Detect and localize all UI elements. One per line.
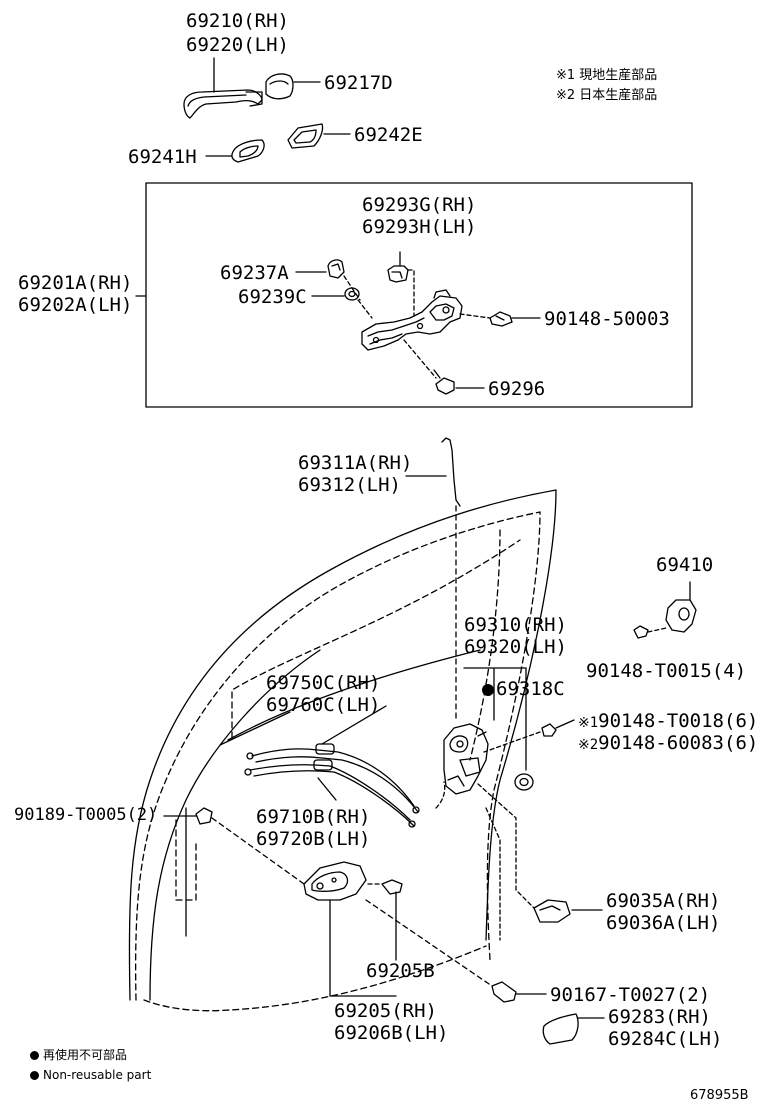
note-japan-production: ※2 日本生産部品 [556,88,658,103]
diagram-code: 678955B [690,1088,749,1103]
label-69210: 69210(RH) [186,10,289,32]
legend-non-reusable-jp: 再使用不可部品 [30,1048,127,1062]
label-69035A: 69035A(RH) [606,890,721,912]
label-69036A: 69036A(LH) [606,912,721,934]
ring-69318C [514,773,534,791]
outside-handle-illustration [183,57,321,119]
frame-assy-box [145,182,693,408]
frame-dashed-leaders [343,269,491,379]
legend-dot-icon [30,1071,39,1080]
label-69217D: 69217D [324,72,393,94]
label-69410: 69410 [656,554,714,576]
cover-69283 [542,1013,605,1045]
label-69293H: 69293H(LH) [362,216,477,238]
striker-69410-illustration [633,581,697,639]
label-69239C: 69239C [238,286,307,308]
label-69310: 69310(RH) [464,614,567,636]
label-69750C: 69750C(RH) [266,672,381,694]
lock-rod-illustration [405,437,461,507]
label-69283: 69283(RH) [608,1006,711,1028]
label-69296: 69296 [488,378,546,400]
screw-90148-T0018 [483,719,575,753]
label-69205: 69205(RH) [334,1000,437,1022]
label-69293G: 69293G(RH) [362,194,477,216]
door-dashed-outline [134,511,541,1012]
door-lock-illustration [443,667,527,795]
label-69720B: 69720B(LH) [256,828,371,850]
bracket-69035A [477,783,603,923]
clip-90189 [163,807,305,885]
handle-pad-69241H [205,139,265,163]
label-69311A: 69311A(RH) [298,452,413,474]
label-69284C: 69284C(LH) [608,1028,723,1050]
label-69237A: 69237A [220,262,289,284]
label-69312: 69312(LH) [298,474,401,496]
legend-non-reusable-en: Non-reusable part [30,1068,151,1082]
bolt-90167 [365,899,547,1003]
door-outline [128,489,557,1001]
label-69205B: 69205B [366,960,435,982]
label-69318C: 69318C [482,678,565,700]
label-69710B: 69710B(RH) [256,806,371,828]
label-69760C: 69760C(LH) [266,694,381,716]
label-90148-T0018: ※190148-T0018(6) [578,710,759,732]
label-69220: 69220(LH) [186,34,289,56]
label-69201A: 69201A(RH) [18,272,133,294]
label-69241H: 69241H [128,146,197,168]
frame-assy-illustration [295,251,541,395]
legend-dot-icon [30,1051,39,1060]
label-90148-50003: 90148-50003 [544,308,670,330]
handle-pad-69242E [287,123,351,149]
note-local-production: ※1 現地生産部品 [556,68,658,83]
non-reusable-dot-icon [482,684,494,696]
label-69320: 69320(LH) [464,636,567,658]
cable-illustration [244,705,420,828]
inside-handle-illustration [303,861,403,997]
label-90148-60083: ※290148-60083(6) [578,732,759,754]
label-90148-T0015: 90148-T0015(4) [586,660,747,682]
label-69242E: 69242E [354,124,423,146]
label-90189-T0005: 90189-T0005(2) [14,805,158,825]
label-69206B: 69206B(LH) [334,1022,449,1044]
label-69202A: 69202A(LH) [18,294,133,316]
label-90167-T0027: 90167-T0027(2) [550,984,711,1006]
